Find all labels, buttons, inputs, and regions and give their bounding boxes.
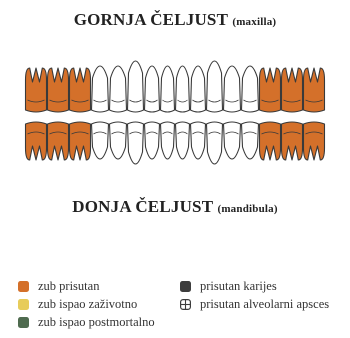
present-swatch xyxy=(18,281,29,292)
legend-label-lost-postmortem: zub ispao postmortalno xyxy=(38,315,155,329)
upper-tooth-6 xyxy=(128,61,144,112)
legend-item-abscess: prisutan alveolarni apsces xyxy=(180,297,329,311)
upper-tooth-13 xyxy=(242,66,259,112)
legend-label-abscess: prisutan alveolarni apsces xyxy=(200,297,329,311)
lower-tooth-13 xyxy=(242,122,259,159)
lost-postmortem-swatch xyxy=(18,317,29,328)
lower-tooth-1 xyxy=(26,122,47,160)
upper-tooth-2 xyxy=(48,68,69,112)
legend-item-lost-antemortem: zub ispao zaživotno xyxy=(18,297,137,311)
lower-tooth-7 xyxy=(145,122,160,159)
lower-tooth-10 xyxy=(191,122,206,159)
upper-tooth-16 xyxy=(304,68,325,112)
legend-label-caries: prisutan karijes xyxy=(200,279,277,293)
lower-tooth-11 xyxy=(207,122,223,164)
legend-item-lost-postmortem: zub ispao postmortalno xyxy=(18,315,155,329)
upper-tooth-8 xyxy=(161,66,175,112)
upper-tooth-7 xyxy=(145,66,160,112)
upper-tooth-9 xyxy=(176,66,190,112)
lower-tooth-9 xyxy=(176,122,190,159)
legend-label-lost-antemortem: zub ispao zaživotno xyxy=(38,297,137,311)
upper-tooth-5 xyxy=(110,66,127,112)
lower-tooth-3 xyxy=(70,122,91,160)
lower-jaw-title: DONJA ČELJUST (mandibula) xyxy=(0,197,350,217)
upper-tooth-15 xyxy=(282,68,303,112)
upper-tooth-1 xyxy=(26,68,47,112)
lower-tooth-5 xyxy=(110,122,127,159)
upper-tooth-11 xyxy=(207,61,223,112)
abscess-grid-icon xyxy=(180,299,191,310)
upper-tooth-12 xyxy=(224,66,241,112)
lower-tooth-2 xyxy=(48,122,69,160)
lower-tooth-12 xyxy=(224,122,241,159)
lower-jaw-name: DONJA ČELJUST xyxy=(72,197,213,216)
lower-tooth-6 xyxy=(128,122,144,164)
legend-item-caries: prisutan karijes xyxy=(180,279,277,293)
lower-tooth-16 xyxy=(304,122,325,160)
caries-swatch xyxy=(180,281,191,292)
lower-tooth-row xyxy=(26,122,325,164)
lower-tooth-14 xyxy=(260,122,281,160)
legend-item-present: zub prisutan xyxy=(18,279,99,293)
lower-tooth-4 xyxy=(92,122,109,159)
lower-jaw-latin: (mandibula) xyxy=(217,203,277,215)
upper-tooth-3 xyxy=(70,68,91,112)
upper-tooth-14 xyxy=(260,68,281,112)
upper-tooth-row xyxy=(26,61,325,112)
upper-tooth-10 xyxy=(191,66,206,112)
upper-tooth-4 xyxy=(92,66,109,112)
legend-label-present: zub prisutan xyxy=(38,279,99,293)
lost-antemortem-swatch xyxy=(18,299,29,310)
lower-tooth-8 xyxy=(161,122,175,159)
lower-tooth-15 xyxy=(282,122,303,160)
